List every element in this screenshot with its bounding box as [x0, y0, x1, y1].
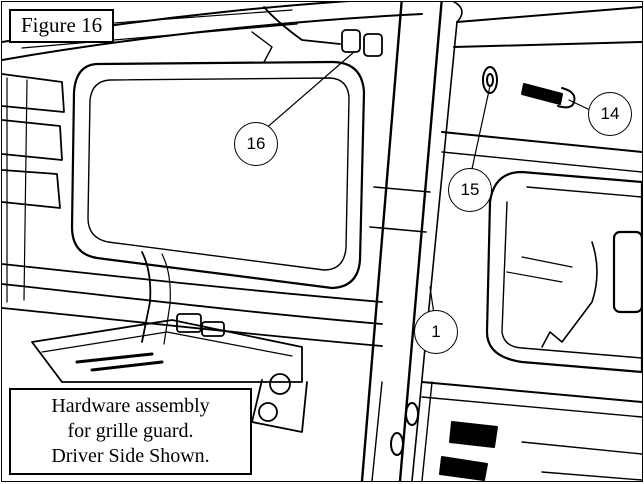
- vertical-upright: [360, 2, 463, 481]
- callout-15: 15: [448, 168, 492, 212]
- bolt-14: [521, 83, 576, 109]
- lower-left-bumper: [2, 251, 383, 347]
- callout-leaders: [263, 51, 591, 315]
- callout-16: 16: [234, 122, 278, 166]
- right-opening: [485, 170, 642, 374]
- lower-left-bracket: [31, 313, 308, 433]
- figure-caption: Hardware assembly for grille guard. Driv…: [9, 388, 252, 475]
- callout-1: 1: [414, 310, 458, 354]
- right-lower-rails: [371, 381, 642, 481]
- caption-line-3: Driver Side Shown.: [51, 445, 210, 467]
- figure-title: Figure 16: [9, 9, 115, 43]
- left-slats: [2, 73, 65, 303]
- callout-14: 14: [588, 92, 632, 136]
- upper-left-panel: [70, 60, 366, 290]
- washer-15: [482, 66, 498, 94]
- caption-line-1: Hardware assembly: [51, 395, 210, 417]
- upper-bracket: [251, 6, 383, 63]
- caption-line-2: for grille guard.: [67, 420, 194, 442]
